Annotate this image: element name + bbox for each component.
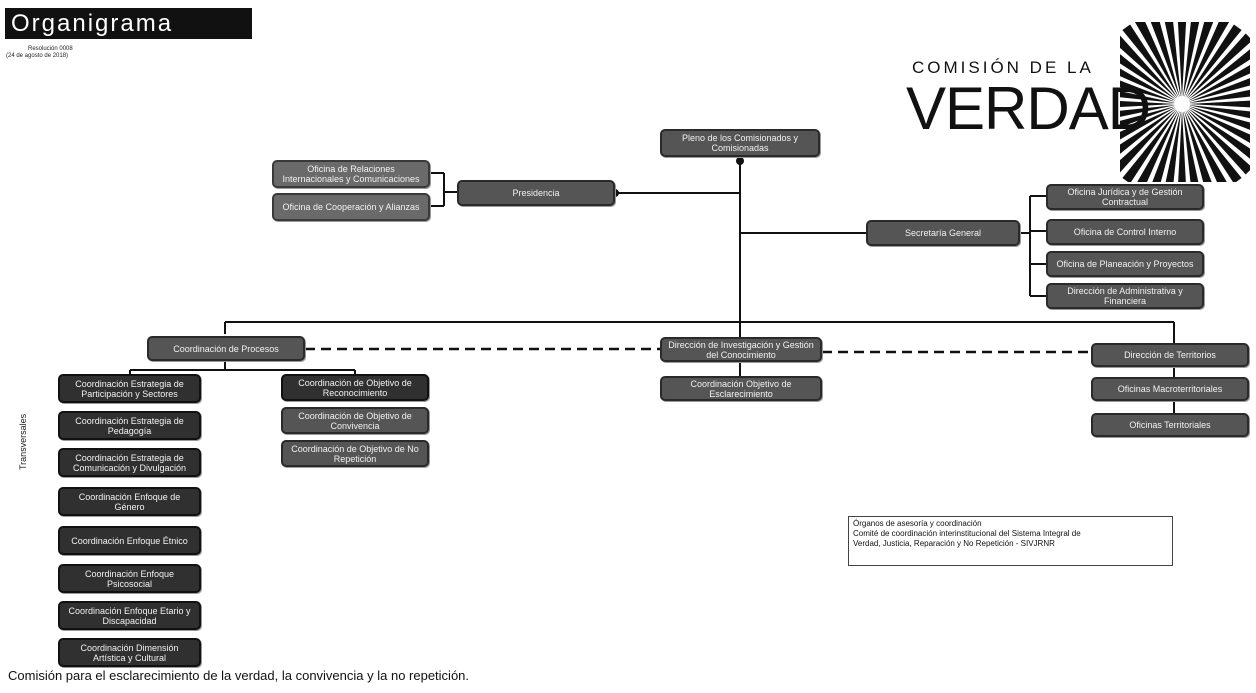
sunburst-ray xyxy=(1152,111,1180,182)
sunburst-ray xyxy=(1120,101,1175,107)
sunburst-ray xyxy=(1120,54,1176,100)
sunburst-ray xyxy=(1186,110,1242,182)
sunburst-ray xyxy=(1184,22,1214,97)
node-coord-esclarecimiento: Coordinación Objetivo de Esclarecimiento xyxy=(660,376,822,401)
sunburst-ray xyxy=(1120,106,1175,128)
sunburst-ray xyxy=(1120,35,1177,99)
node-coord-etario: Coordinación Enfoque Etario y Discapacid… xyxy=(58,601,201,630)
node-oficinas-territoriales: Oficinas Territoriales xyxy=(1091,413,1249,437)
sunburst-ray xyxy=(1122,24,1178,98)
sunburst-ray xyxy=(1189,78,1250,102)
sunburst-ray xyxy=(1137,111,1179,182)
node-comite: Pleno de los Comisionados y Comisionadas xyxy=(660,129,820,157)
sunburst-ray xyxy=(1122,110,1178,182)
logo-subtitle: COMISIÓN DE LA xyxy=(912,58,1094,77)
page-title: Organigrama xyxy=(5,8,252,39)
logo-wordmark: VERDAD xyxy=(906,75,1151,142)
node-oficina-relaciones: Oficina de Relaciones Internacionales y … xyxy=(272,160,430,188)
sunburst-ray xyxy=(1120,68,1175,101)
sunburst-ray xyxy=(1188,49,1250,100)
node-coord-reconocimiento: Coordinación de Objetivo de Reconocimien… xyxy=(281,374,429,401)
sunburst-ray xyxy=(1189,65,1250,101)
node-direccion-investigacion: Dirección de Investigación y Gestión del… xyxy=(660,337,822,362)
sunburst-ray xyxy=(1183,22,1200,97)
node-coordinacion-procesos: Coordinación de Procesos xyxy=(147,336,305,361)
sunburst-ray xyxy=(1120,109,1177,173)
node-coord-pedagogia: Coordinación Estrategia de Pedagogía xyxy=(58,411,201,440)
node-secretaria: Secretaría General xyxy=(866,220,1020,246)
node-oficina-control: Oficina de Control Interno xyxy=(1046,219,1204,245)
sunburst-ray xyxy=(1134,22,1179,97)
sunburst-ray xyxy=(1186,24,1242,98)
sunburst-ray xyxy=(1185,111,1227,182)
sunburst-ray xyxy=(1120,108,1176,154)
node-oficinas-macroterritoriales: Oficinas Macroterritoriales xyxy=(1091,377,1249,401)
sunburst-ray xyxy=(1177,22,1187,97)
sunburst-ray xyxy=(1185,22,1230,97)
resolution-note: Resolución 0008 (24 de agosto de 2018) xyxy=(6,46,73,60)
node-coord-convivencia: Coordinación de Objetivo de Convivencia xyxy=(281,407,429,434)
legend-line-3: Verdad, Justicia, Reparación y No Repeti… xyxy=(853,539,1055,548)
sunburst-ray xyxy=(1120,80,1175,102)
sunburst-ray xyxy=(1150,22,1180,97)
footer-text: Comisión para el esclarecimiento de la v… xyxy=(8,668,470,683)
resolution-date: (24 de agosto de 2018) xyxy=(6,53,69,59)
resolution-number: Resolución 0008 xyxy=(28,46,73,52)
node-coord-no-repeticion: Coordinación de Objetivo de No Repetició… xyxy=(281,440,429,467)
sunburst-ray xyxy=(1120,91,1175,103)
sunburst-ray xyxy=(1184,111,1212,182)
sunburst-ray xyxy=(1164,22,1181,97)
sunburst-ray xyxy=(1189,100,1250,108)
sunburst-ray xyxy=(1189,105,1250,119)
node-coord-participacion: Coordinación Estrategia de Participación… xyxy=(58,374,201,403)
sunburst-ray xyxy=(1165,111,1181,182)
node-oficina-juridica: Oficina Jurídica y de Gestión Contractua… xyxy=(1046,184,1204,210)
sunburst-ray xyxy=(1188,108,1250,159)
sunburst-ray xyxy=(1120,105,1175,117)
legend-line-1: Órganos de asesoría y coordinación xyxy=(853,519,982,528)
node-coord-comunicacion: Coordinación Estrategia de Comunicación … xyxy=(58,448,201,477)
legend-box: Órganos de asesoría y coordinación Comit… xyxy=(848,516,1173,566)
node-coord-genero: Coordinación Enfoque de Género xyxy=(58,487,201,516)
sunburst-ray xyxy=(1189,106,1250,130)
legend-line-2: Comité de coordinación interinstituciona… xyxy=(853,529,1081,538)
node-oficina-cooperacion: Oficina de Cooperación y Alianzas xyxy=(272,193,430,221)
sunburst-ray xyxy=(1183,111,1199,182)
sunburst-ray xyxy=(1189,107,1250,143)
sunburst-ray xyxy=(1120,107,1175,140)
node-coord-psicosocial: Coordinación Enfoque Psicosocial xyxy=(58,564,201,593)
sunburst-ray xyxy=(1187,109,1250,175)
node-direccion-administrativa: Dirección de Administrativa y Financiera xyxy=(1046,283,1204,309)
node-presidencia: Presidencia xyxy=(457,180,615,206)
sunburst-logo-icon xyxy=(1120,22,1250,182)
node-coord-etnico: Coordinación Enfoque Étnico xyxy=(58,526,201,555)
sunburst-ray xyxy=(1178,111,1186,182)
sunburst-ray xyxy=(1189,89,1250,103)
sunburst-ray xyxy=(1187,33,1250,99)
node-oficina-planeacion: Oficina de Planeación y Proyectos xyxy=(1046,251,1204,277)
node-coord-artistica: Coordinación Dimensión Artística y Cultu… xyxy=(58,638,201,667)
node-direccion-territorios: Dirección de Territorios xyxy=(1091,343,1249,367)
transversales-label: Transversales xyxy=(18,413,28,470)
